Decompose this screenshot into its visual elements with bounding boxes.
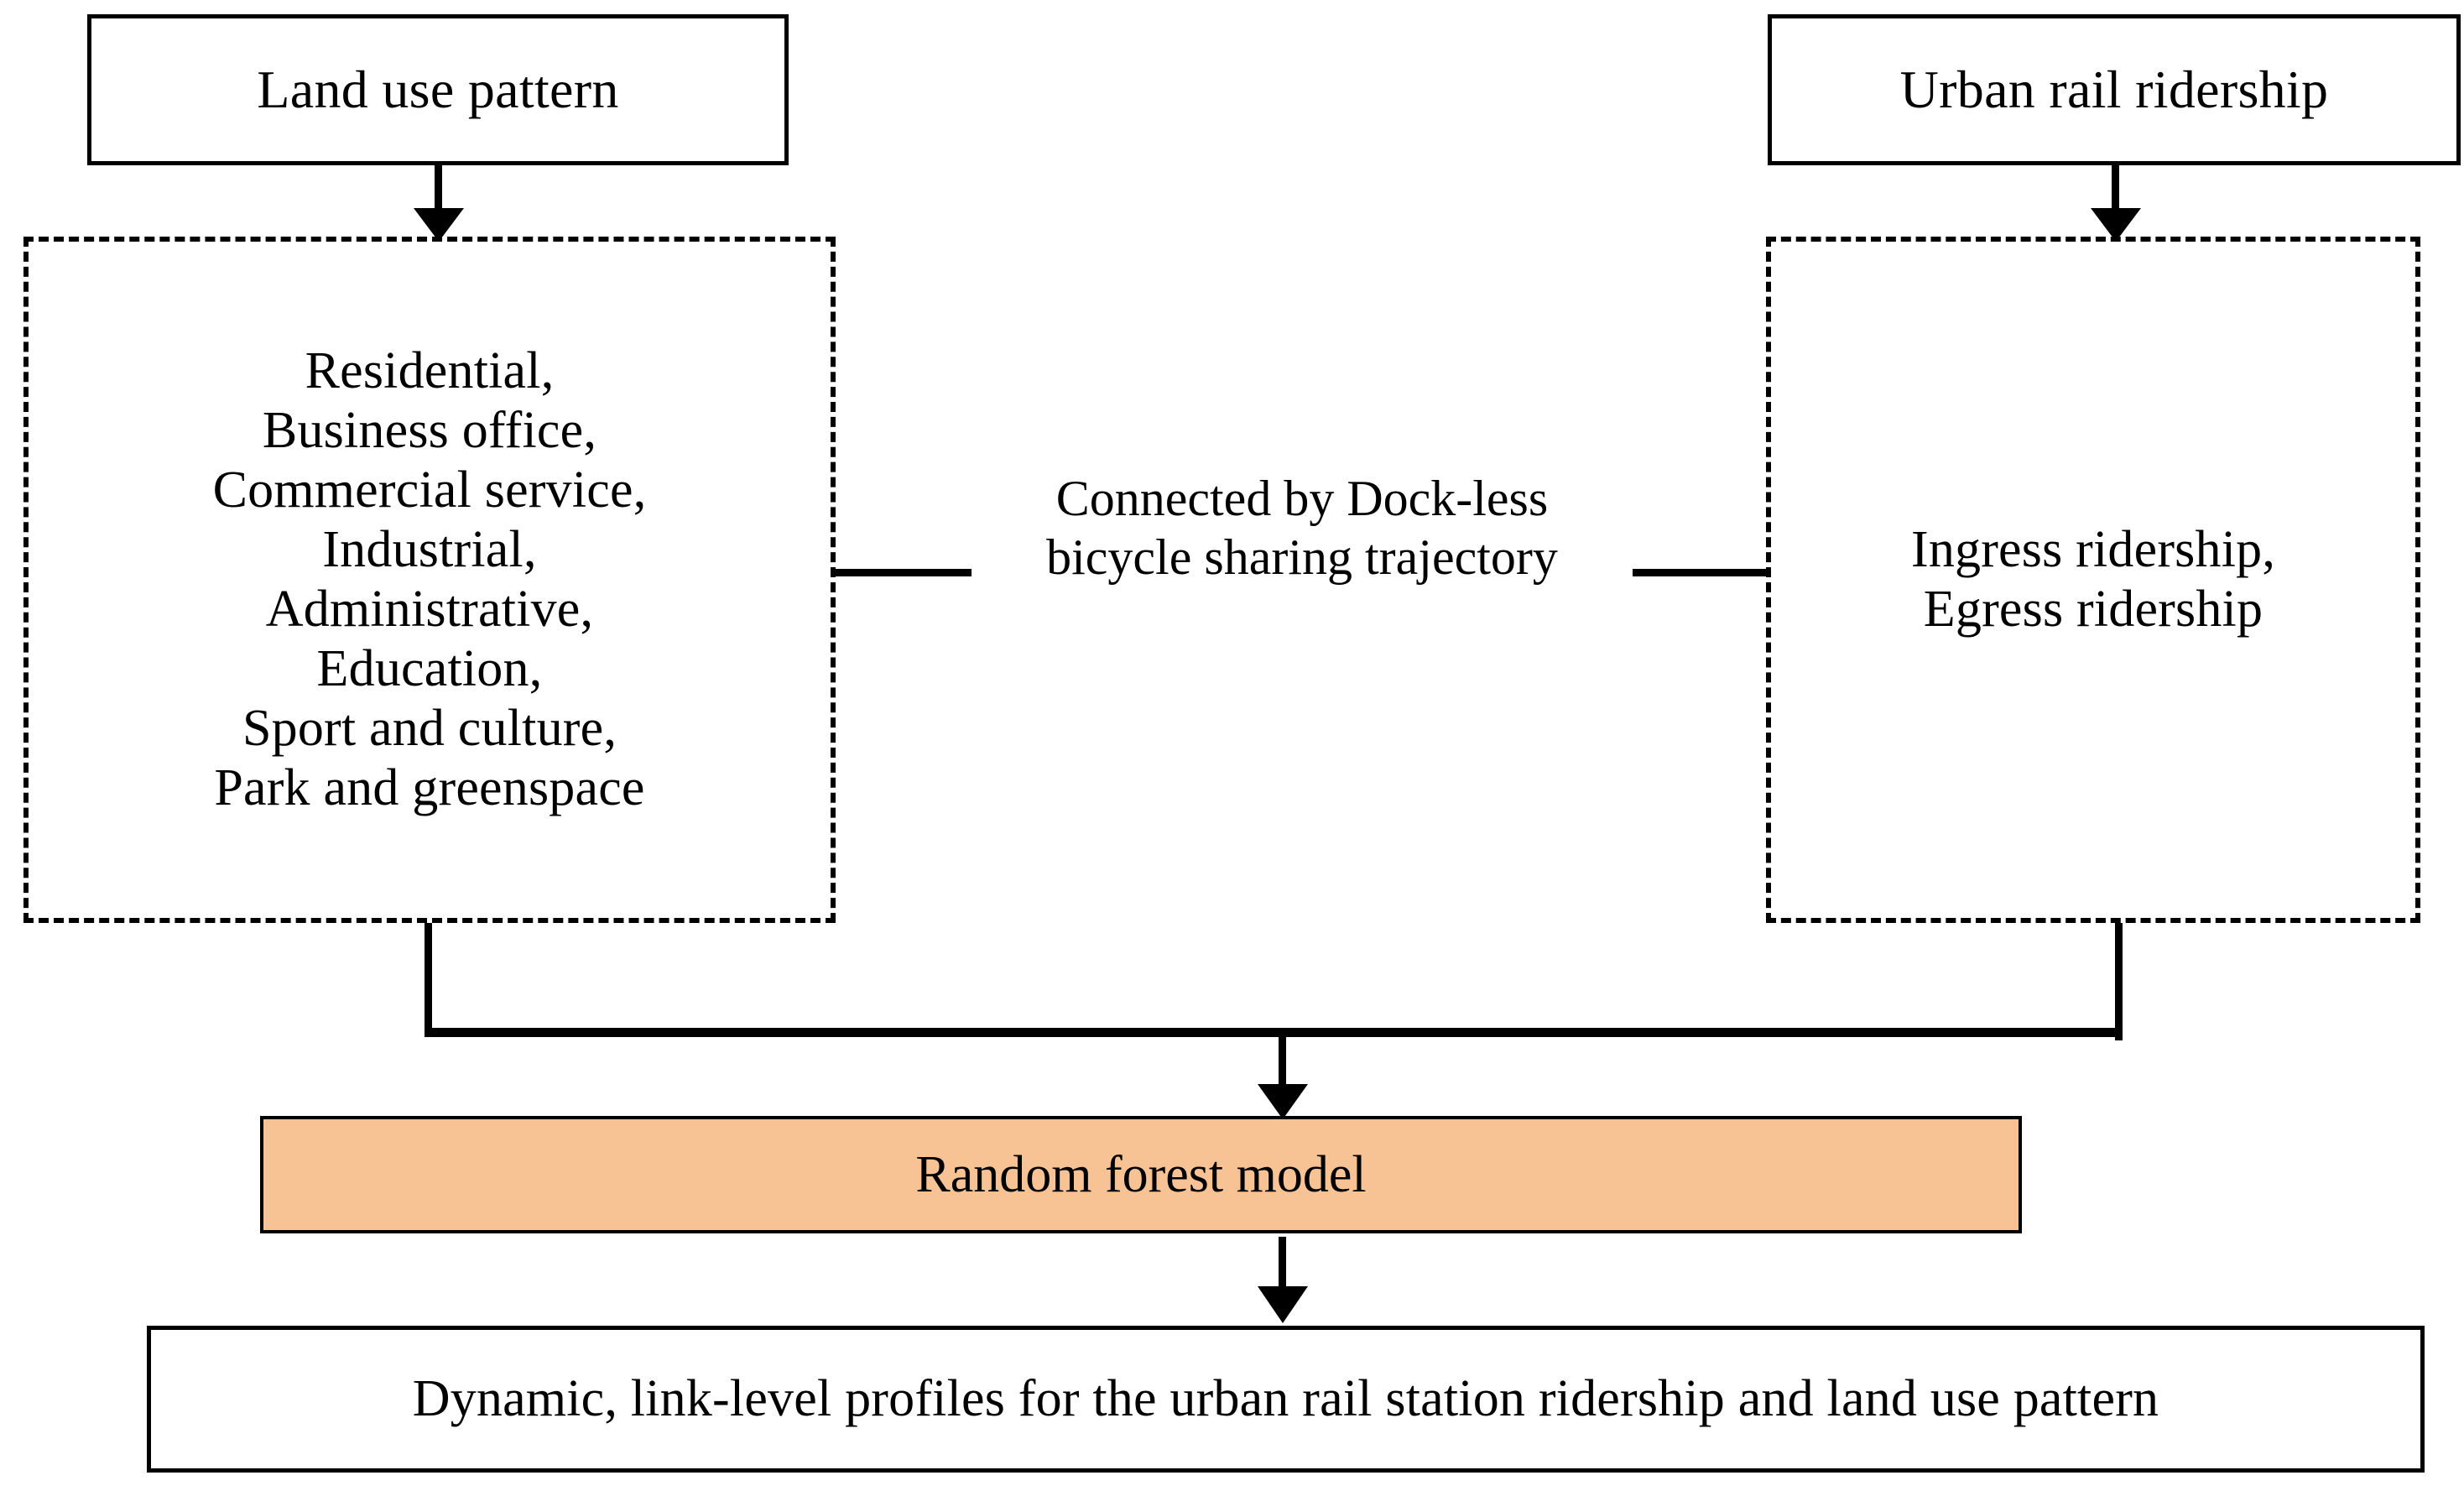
arrow-urban-rail-head: [2091, 208, 2141, 242]
arrow-land-use-head: [414, 208, 464, 242]
arrow-urban-rail-to-ridership: [2112, 165, 2119, 217]
output-node: Dynamic, link-level profiles for the urb…: [147, 1326, 2425, 1473]
land-use-categories-list: Residential, Business office, Commercial…: [212, 342, 647, 816]
ridership-categories-list: Ingress ridership, Egress ridership: [1910, 521, 2276, 638]
arrow-merge-to-model-stem: [1279, 1034, 1286, 1111]
urban-rail-ridership-label: Urban rail ridership: [1899, 60, 2329, 120]
merge-line-horizontal: [425, 1028, 2123, 1037]
arrow-land-use-to-categories: [435, 165, 442, 217]
urban-rail-ridership-node: Urban rail ridership: [1768, 14, 2461, 165]
random-forest-model-label: Random forest model: [915, 1145, 1367, 1203]
arrow-merge-to-model-head: [1258, 1084, 1308, 1119]
merge-line-left-vertical: [425, 923, 432, 1035]
land-use-pattern-node: Land use pattern: [87, 14, 789, 165]
arrow-model-to-output-stem: [1279, 1237, 1286, 1317]
arrow-model-to-output-head: [1258, 1286, 1308, 1323]
connector-line-right: [1633, 569, 1769, 576]
connector-line-left: [836, 569, 972, 576]
land-use-categories-node: Residential, Business office, Commercial…: [23, 237, 836, 923]
ridership-categories-node: Ingress ridership, Egress ridership: [1766, 237, 2420, 923]
connector-label: Connected by Dock-less bicycle sharing t…: [1046, 471, 1558, 585]
merge-line-right-vertical: [2115, 923, 2123, 1040]
connector-group: Connected by Dock-less bicycle sharing t…: [836, 470, 1769, 671]
random-forest-model-node: Random forest model: [260, 1116, 2022, 1233]
land-use-pattern-label: Land use pattern: [257, 60, 619, 120]
output-label: Dynamic, link-level profiles for the urb…: [412, 1370, 2159, 1427]
